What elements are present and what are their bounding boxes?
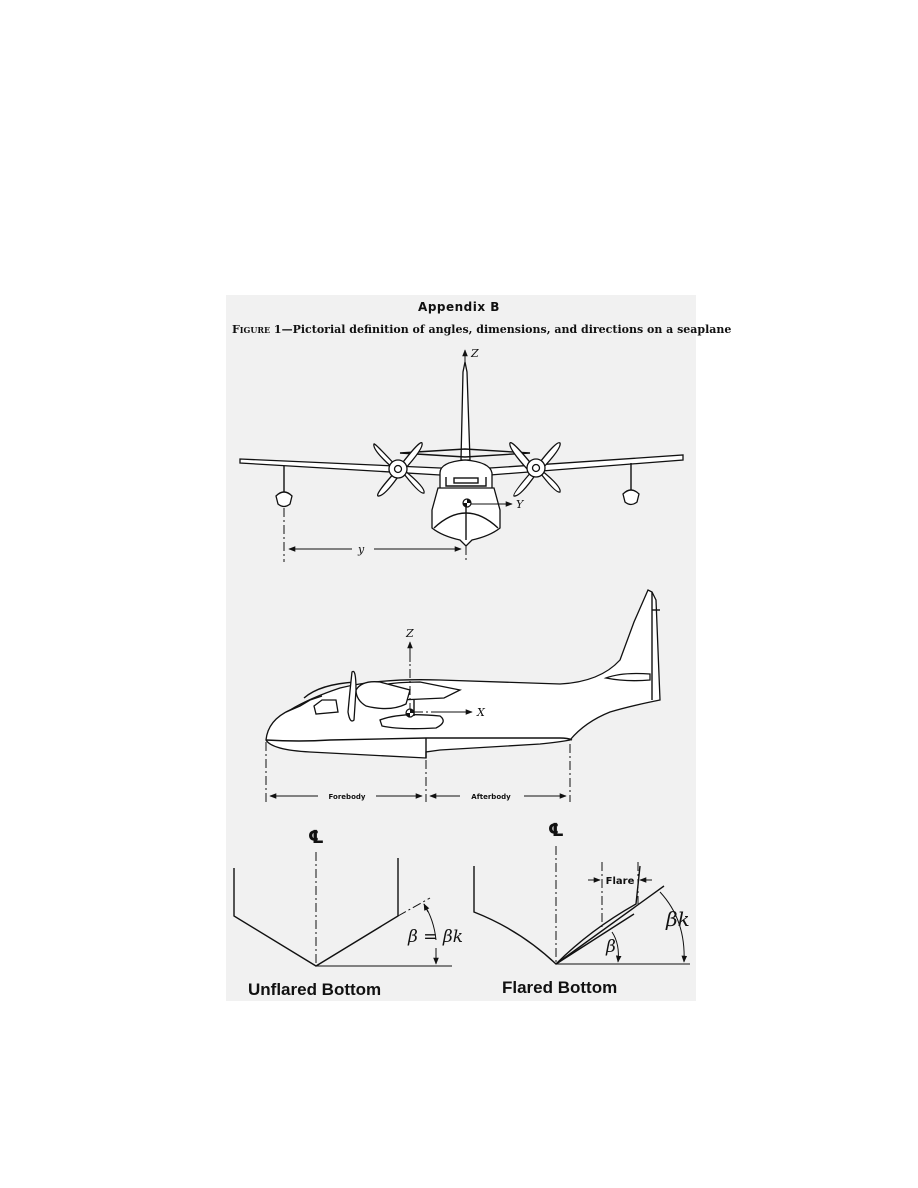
side-x-label: X — [476, 706, 486, 719]
chine-line — [265, 737, 573, 742]
beta-k-label: βk — [665, 907, 690, 931]
unflared-title: Unflared Bottom — [248, 980, 381, 999]
afterbody-label: Afterbody — [471, 793, 511, 801]
unflared-extension — [397, 897, 431, 917]
front-z-label: Z — [470, 347, 479, 360]
unflared-angle-label: β = βk — [407, 927, 463, 947]
beta-label: β — [605, 937, 616, 957]
figure-caption-text: —Pictorial definition of angles, dimensi… — [281, 323, 732, 336]
flared-centerline-symbol: ℄ — [548, 820, 564, 841]
beta-arc — [611, 931, 622, 963]
tail-fin-front — [460, 361, 471, 461]
front-view: Z — [239, 347, 684, 562]
unflared-centerline-symbol: ℄ — [308, 827, 324, 848]
cockpit-window-side — [313, 699, 339, 715]
cockpit-window — [453, 477, 479, 484]
unflared-section: ℄ β = βk Unflared Bottom — [233, 827, 463, 999]
flare-label: Flare — [606, 876, 635, 887]
hull-side — [265, 589, 661, 759]
appendix-heading: Appendix B — [418, 300, 500, 314]
side-view: Z X Forebody Afterbody — [265, 589, 661, 802]
hull-upper — [439, 459, 493, 490]
cockpit-line — [285, 695, 323, 713]
front-y-label: Y — [516, 498, 525, 511]
figure-number: Figure 1 — [232, 323, 282, 336]
left-float — [275, 491, 293, 508]
flared-section: ℄ Flare βk β Flared Bottom — [473, 820, 690, 997]
canopy-line — [303, 681, 357, 699]
right-float — [622, 489, 640, 506]
front-cg-symbol — [462, 498, 472, 508]
stabilizer-side — [603, 672, 651, 682]
beta-k-arc — [659, 891, 688, 963]
right-propeller — [509, 442, 561, 497]
flared-beta-line — [555, 913, 635, 965]
flared-title: Flared Bottom — [502, 978, 617, 997]
side-z-label: Z — [405, 627, 414, 640]
left-propeller — [373, 442, 425, 497]
propeller-side — [347, 670, 357, 722]
engine-nacelle — [355, 681, 411, 710]
forebody-label: Forebody — [329, 793, 366, 801]
horizontal-stabilizer — [399, 448, 531, 458]
y-dim-label: y — [357, 543, 365, 556]
flared-beta-k-line — [555, 885, 665, 965]
unflared-angle-arrow-top — [423, 903, 430, 913]
side-cg-symbol — [405, 708, 415, 718]
figure-panel — [226, 295, 696, 1001]
figure-caption: Figure 1—Pictorial definition of angles,… — [232, 323, 731, 336]
cockpit-frame — [445, 477, 487, 487]
